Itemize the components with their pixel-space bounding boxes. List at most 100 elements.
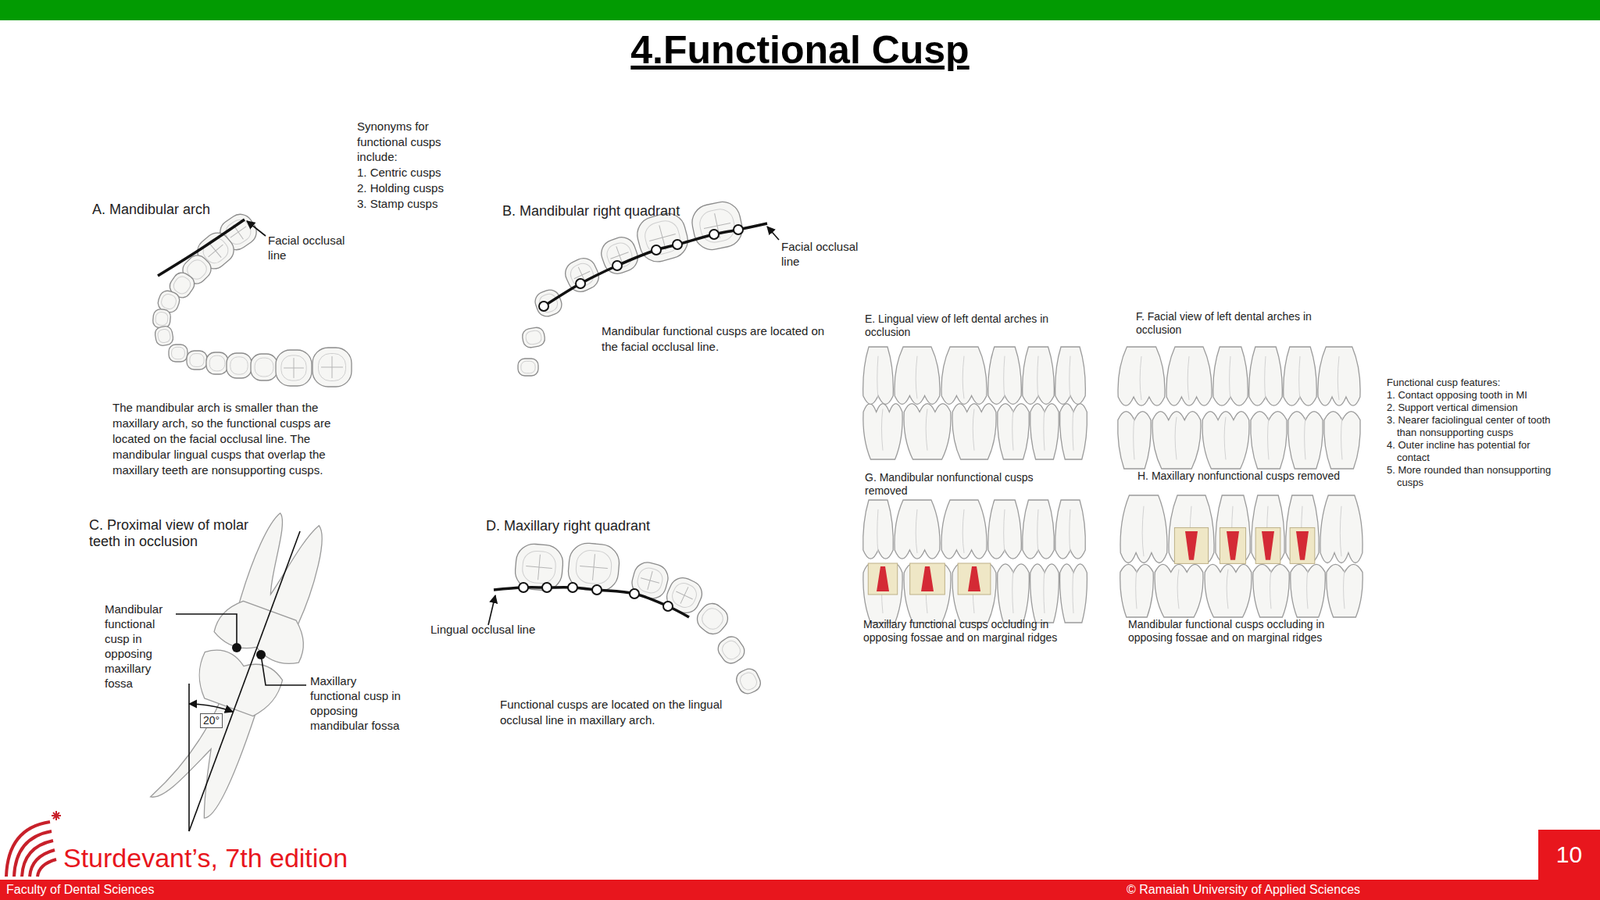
tooth-crown bbox=[1060, 564, 1088, 623]
tooth-crown bbox=[1043, 569, 1045, 614]
occlusal-line bbox=[612, 260, 622, 271]
tooth-occlusal bbox=[521, 326, 547, 349]
tooth-occlusal bbox=[662, 573, 707, 618]
tooth-crown bbox=[1055, 346, 1086, 404]
tooth-occlusal bbox=[668, 579, 700, 611]
tooth-crown bbox=[1152, 411, 1201, 469]
tooth-axis bbox=[189, 531, 300, 832]
tooth-crown bbox=[1060, 403, 1088, 460]
tooth-crown bbox=[1030, 403, 1060, 460]
cut-section bbox=[867, 563, 897, 595]
tooth-crown bbox=[1022, 500, 1055, 559]
tooth-crown bbox=[1343, 569, 1345, 609]
tooth-crown bbox=[941, 500, 987, 559]
tooth-crown bbox=[1339, 506, 1342, 557]
tooth-crown bbox=[1267, 417, 1269, 461]
tooth-crown bbox=[941, 346, 987, 404]
tooth-crown bbox=[1177, 569, 1179, 609]
tooth-occlusal bbox=[517, 358, 539, 376]
tooth-crown bbox=[1251, 495, 1286, 563]
tooth-occlusal bbox=[206, 352, 229, 375]
tooth-crown bbox=[1142, 506, 1144, 557]
tooth-occlusal bbox=[698, 604, 727, 633]
tooth-occlusal bbox=[321, 356, 343, 379]
pulp bbox=[967, 566, 981, 592]
tooth-occlusal bbox=[275, 350, 312, 386]
tooth-occlusal bbox=[250, 353, 278, 381]
tooth-crown bbox=[1168, 495, 1215, 563]
logo-stripe bbox=[6, 821, 50, 877]
leader-arrow bbox=[246, 221, 266, 236]
tooth-crown bbox=[1288, 411, 1324, 469]
tooth-crown bbox=[1120, 564, 1154, 618]
tooth-occlusal bbox=[714, 632, 749, 667]
tooth-occlusal bbox=[692, 599, 733, 640]
occlusal-line bbox=[709, 229, 719, 240]
tooth-crown bbox=[972, 408, 975, 450]
tooth-crown bbox=[952, 564, 997, 623]
tooth-crown bbox=[1117, 346, 1165, 406]
tooth-occlusal bbox=[662, 573, 707, 618]
feature-list: Functional cusp features:1. Contact oppo… bbox=[1386, 376, 1555, 490]
line-label: Facial occlusal line bbox=[781, 239, 860, 269]
tooth-crown bbox=[1288, 411, 1324, 469]
tooth-crown bbox=[1320, 495, 1363, 563]
tooth-crown bbox=[988, 500, 1022, 559]
tooth-crown bbox=[1154, 564, 1204, 618]
tooth-crown bbox=[997, 564, 1030, 623]
molar-pair bbox=[150, 503, 346, 831]
tooth-crown bbox=[1250, 411, 1287, 469]
tooth-crown bbox=[997, 403, 1030, 460]
tooth-occlusal bbox=[635, 565, 665, 596]
occlusal-line bbox=[539, 301, 549, 311]
molar-pair bbox=[211, 595, 313, 670]
leader-line bbox=[260, 654, 307, 686]
leader-arrow bbox=[488, 595, 496, 625]
cut-section bbox=[957, 563, 991, 595]
tooth-crown bbox=[1270, 569, 1272, 609]
tooth-crown bbox=[1253, 564, 1290, 618]
tooth-crown bbox=[925, 408, 928, 450]
tooth-occlusal bbox=[689, 198, 747, 254]
tooth-occlusal bbox=[733, 665, 764, 697]
tooth-crown bbox=[988, 346, 1022, 404]
tooth-crown bbox=[1264, 356, 1266, 400]
tooth-crown bbox=[1037, 356, 1039, 400]
tooth-crown bbox=[1055, 500, 1086, 559]
tooth-crown bbox=[894, 500, 940, 559]
tooth-crown bbox=[1135, 569, 1137, 609]
pulp bbox=[1226, 531, 1240, 561]
tooth-crown bbox=[915, 356, 918, 400]
tooth-crown bbox=[1304, 417, 1306, 461]
tooth-occlusal bbox=[521, 326, 547, 349]
logo-stripe bbox=[37, 859, 57, 877]
angle-arc bbox=[189, 703, 233, 712]
tooth-crown bbox=[1030, 564, 1060, 623]
tooth-crown bbox=[941, 346, 987, 404]
tooth-crown bbox=[1168, 495, 1215, 564]
tooth-crown bbox=[1030, 564, 1060, 623]
panel-heading: H. Maxillary nonfunctional cusps removed bbox=[1137, 469, 1404, 483]
tooth-crown bbox=[915, 509, 918, 554]
tooth-crown bbox=[1283, 346, 1318, 406]
tooth-occlusal bbox=[157, 328, 172, 343]
tooth-occlusal bbox=[254, 357, 274, 377]
tooth-crown bbox=[1215, 495, 1251, 563]
tooth-crown bbox=[863, 500, 894, 559]
slide-title: 4.Functional Cusp bbox=[0, 26, 1600, 74]
tooth-occlusal bbox=[250, 353, 278, 381]
tooth-occlusal bbox=[152, 308, 172, 329]
tooth-crown bbox=[894, 346, 940, 404]
tooth-occlusal bbox=[159, 292, 178, 311]
tooth-crown bbox=[1290, 564, 1326, 618]
feature-item: 2. Support vertical dimension bbox=[1386, 401, 1555, 415]
tooth-occlusal bbox=[628, 559, 672, 602]
tooth-crown bbox=[894, 346, 940, 404]
synonym-heading: Synonyms for functional cusps include: bbox=[357, 118, 445, 165]
tooth-crown bbox=[863, 346, 894, 404]
tooth-occlusal bbox=[567, 541, 622, 593]
tooth-crown bbox=[903, 403, 951, 460]
occlusal-line bbox=[542, 582, 552, 593]
tooth-occlusal bbox=[275, 350, 312, 386]
tooth-crown bbox=[1043, 408, 1045, 450]
